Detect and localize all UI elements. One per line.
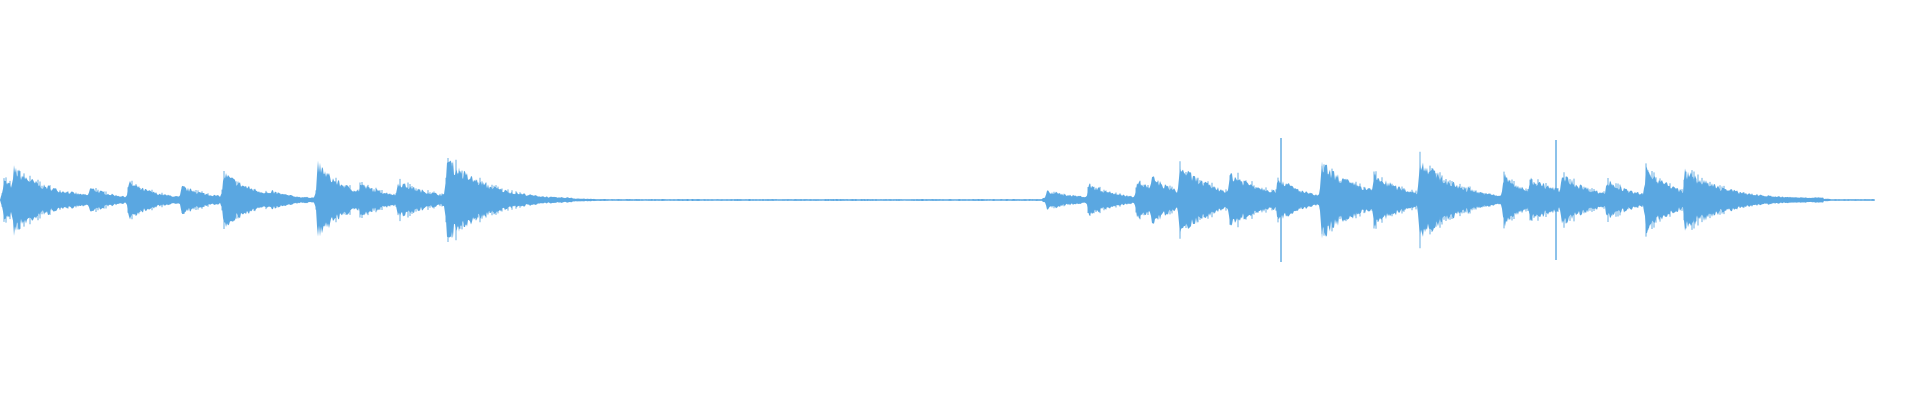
waveform-group [0, 138, 1875, 262]
waveform-envelope [0, 158, 1875, 240]
